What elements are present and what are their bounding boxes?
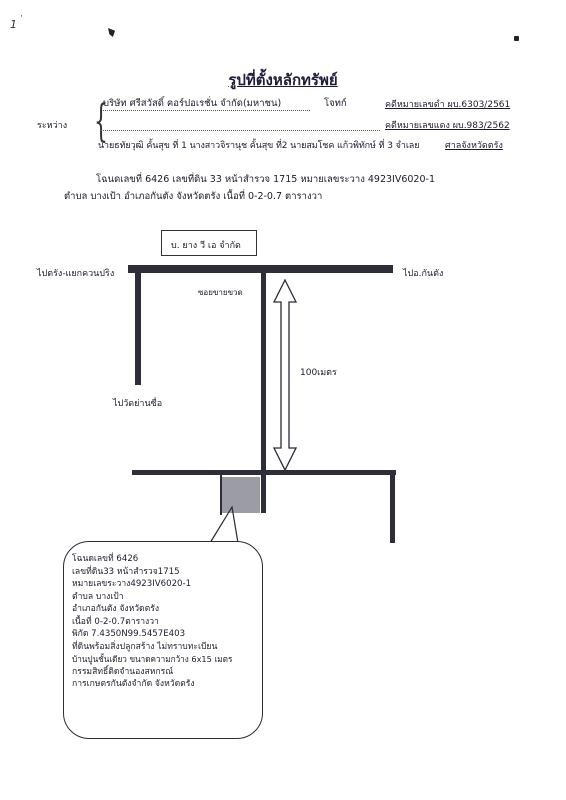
land-parcel	[222, 477, 260, 513]
form-line	[100, 130, 380, 131]
company-label: บ. ยาง วี เอ จำกัด	[171, 241, 241, 251]
info-line: พิกัด 7.4350N99.5457E403	[72, 629, 186, 639]
deed-line-1: โฉนดเลขที่ 6426 เลขที่ดิน 33 หน้าสำรวจ 1…	[96, 174, 435, 185]
punch-mark	[108, 28, 115, 37]
page-title: รูปที่ตั้งหลักทรัพย์	[228, 71, 338, 89]
info-line: เนื้อที่ 0-2-0.7ตารางวา	[72, 616, 159, 627]
info-callout-text: โฉนดเลขที่ 6426 เลขที่ดิน33 หน้าสำรวจ171…	[72, 553, 258, 691]
defendants: นายธทัยวุฒิ คั้นสุข ที่ 1 นางสาวจิรานุช …	[98, 141, 420, 151]
info-line: โฉนดเลขที่ 6426	[72, 554, 139, 564]
info-line: เลขที่ดิน33 หน้าสำรวจ1715	[72, 566, 180, 577]
info-line: ที่ดินพร้อมสิ่งปลูกสร้าง ไม่ทราบทะเบียน	[72, 641, 218, 652]
brace: {	[94, 96, 108, 147]
company-box	[161, 230, 257, 256]
info-line: การเกษตรกันตังจำกัด จังหวัดตรัง	[72, 679, 195, 689]
callout-pointer	[209, 505, 239, 544]
punch-mark	[514, 36, 519, 41]
lower-road-right-branch	[390, 470, 395, 543]
plaintiff-role: โจทก์	[324, 98, 347, 109]
lower-road-left-stub	[220, 475, 222, 515]
main-road	[128, 265, 393, 273]
info-line: อำเภอกันตัง จังหวัดตรัง	[72, 604, 160, 614]
distance-label: 100เมตร	[300, 368, 337, 378]
page-corner-mark: 1	[10, 18, 17, 31]
road-right-label: ไปอ.กันตัง	[403, 269, 444, 279]
plaintiff-name: บริษัท ศรีสวัสดิ์ คอร์ปอเรชั่น จำกัด(มหา…	[103, 98, 282, 109]
soi-road	[261, 273, 266, 513]
court-name: ศาลจังหวัดตรัง	[445, 141, 503, 151]
info-line: หมายเลขระวาง4923IV6020-1	[72, 579, 192, 589]
info-line: ตำบล บางเป้า	[72, 591, 124, 602]
form-line	[100, 110, 310, 111]
punch-mark: ·	[20, 12, 23, 22]
road-down-left-label: ไปวัดย่านซื่อ	[113, 399, 163, 409]
black-case-number: คดีหมายเลขดำ ผบ.6303/2561	[385, 100, 511, 110]
between-label: ระหว่าง	[37, 121, 68, 131]
lower-road	[132, 470, 396, 475]
side-road-left	[135, 273, 141, 385]
distance-arrow	[272, 278, 298, 472]
road-left-label: ไปตรัง-แยกควนปริง	[37, 269, 115, 279]
info-line: บ้านปูนชั้นเดียว ขนาดความกว้าง 6x15 เมตร	[72, 654, 233, 664]
red-case-number: คดีหมายเลขแดง ผบ.983/2562	[385, 121, 510, 131]
deed-line-2: ตำบล บางเป้า อำเภอกันตัง จังหวัดตรัง เนื…	[64, 191, 323, 202]
soi-label: ซอยขายขวด	[198, 288, 243, 297]
info-callout	[63, 541, 263, 739]
info-line: กรรมสิทธิ์ติดจำนองสหกรณ์	[72, 666, 174, 677]
